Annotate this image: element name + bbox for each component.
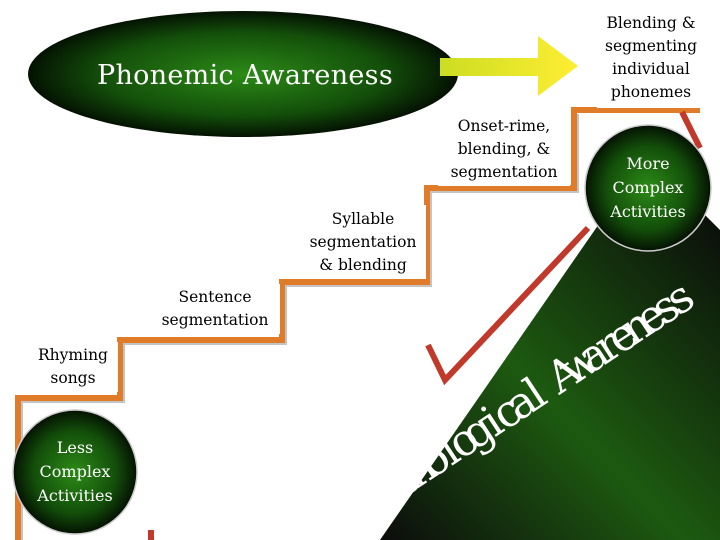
step-phonemes-box: Blending & segmenting individual phoneme…	[597, 8, 705, 108]
less-complex-label: Less Complex Activities	[37, 438, 113, 505]
staircase-shadow	[21, 114, 579, 540]
bracket-middle	[425, 225, 591, 386]
arrow-right-icon	[440, 36, 578, 96]
step-syllable-box: Syllable segmentation & blending	[300, 205, 426, 279]
more-complex-label: More Complex Activities	[610, 154, 686, 221]
step-onset-box: Onset-rime, blending, & segmentation	[438, 112, 570, 186]
step-rhyming-box: Rhyming songs	[28, 342, 118, 392]
less-complex-circle	[12, 409, 138, 535]
more-complex-circle	[584, 124, 712, 252]
phonological-wedge	[380, 196, 720, 540]
step-sentence-box: Sentence segmentation	[150, 284, 280, 334]
page-title: Phonemic Awareness	[97, 59, 393, 91]
phonemic-oval	[28, 11, 458, 137]
staircase-line	[15, 107, 700, 540]
bracket-top	[679, 110, 703, 150]
